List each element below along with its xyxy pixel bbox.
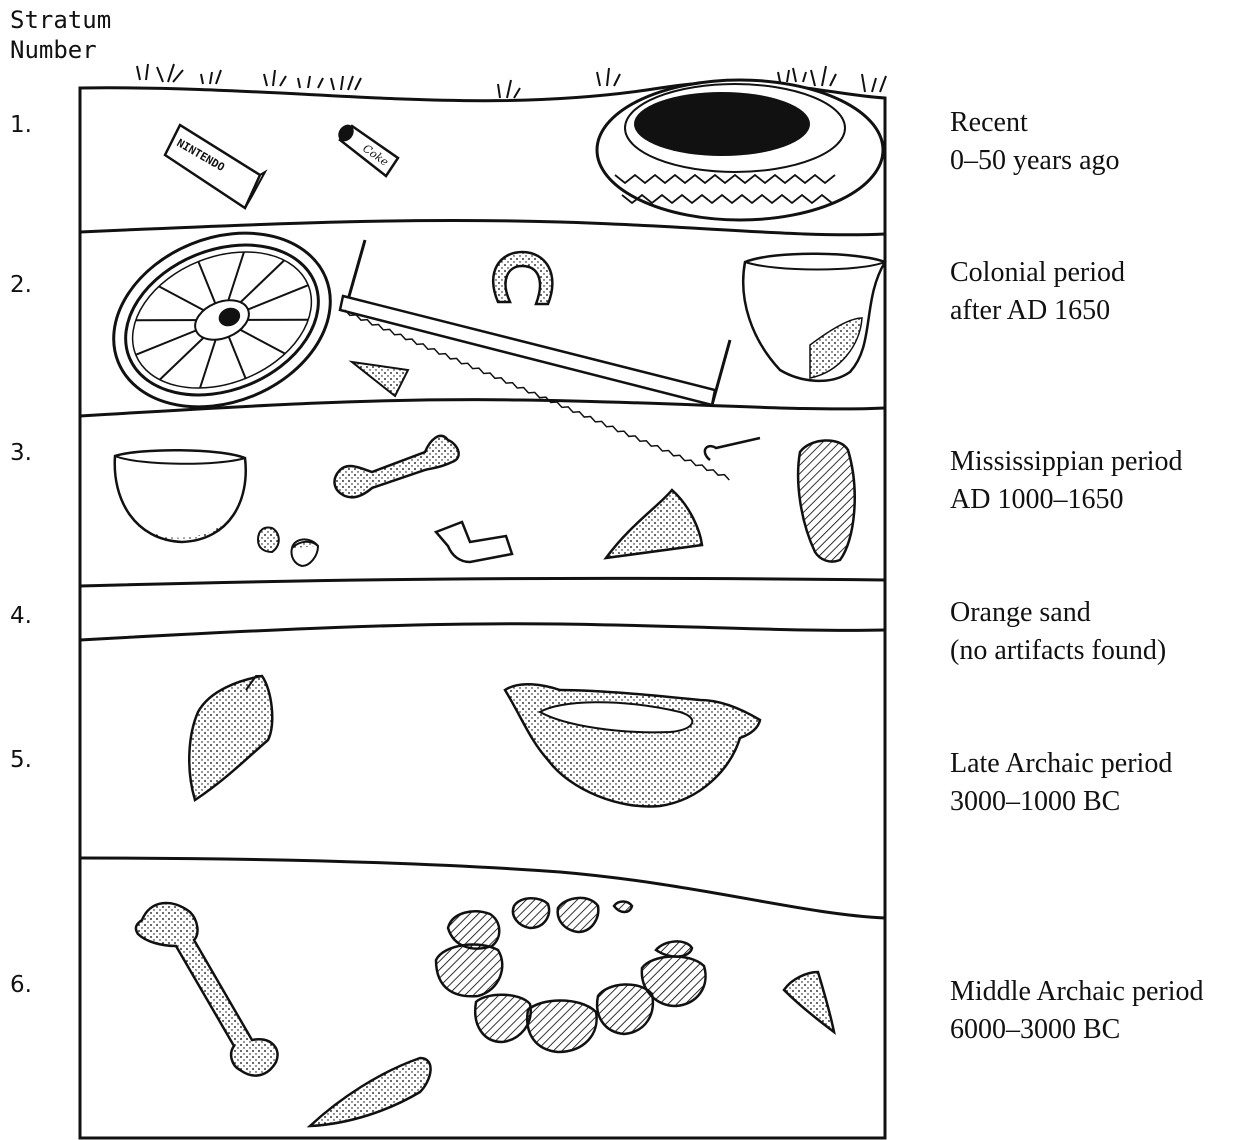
stratum-6-period: Middle Archaic period <box>950 973 1203 1011</box>
small-point-artifact-stratum-6 <box>784 972 834 1032</box>
stratum-label-1: Recent 0–50 years ago <box>950 104 1120 180</box>
game-box-artifact: NINTENDO <box>165 125 265 208</box>
pottery-jar-artifact-stratum-2 <box>743 254 885 381</box>
stratum-6-dates: 6000–3000 BC <box>950 1011 1203 1049</box>
stratum-3-dates: AD 1000–1650 <box>950 481 1183 519</box>
stratum-label-2: Colonial period after AD 1650 <box>950 254 1125 330</box>
stratum-label-3: Mississippian period AD 1000–1650 <box>950 443 1183 519</box>
stratum-4-dates: (no artifacts found) <box>950 632 1166 670</box>
arrowhead-artifact-stratum-2 <box>352 362 408 396</box>
stratum-1-dates: 0–50 years ago <box>950 142 1120 180</box>
corn-cob-artifact <box>798 440 855 561</box>
soda-can-artifact: Coke <box>335 122 398 176</box>
spear-point-artifact-stratum-6 <box>310 1058 431 1126</box>
stratum-2-period: Colonial period <box>950 254 1125 292</box>
pipe-artifact <box>436 522 512 562</box>
hearth-stones-artifact <box>436 898 706 1052</box>
spear-point-artifact-stratum-5 <box>189 676 272 800</box>
stratum-label-4: Orange sand (no artifacts found) <box>950 594 1166 670</box>
long-bone-artifact-stratum-6 <box>136 903 278 1076</box>
stratum-2-dates: after AD 1650 <box>950 292 1125 330</box>
tire-artifact <box>597 80 883 220</box>
boundary-1-2 <box>80 220 885 234</box>
boundary-4-5 <box>80 624 885 640</box>
bowl-artifact-stratum-3 <box>115 450 246 542</box>
stratum-5-period: Late Archaic period <box>950 745 1172 783</box>
stratum-5-dates: 3000–1000 BC <box>950 783 1172 821</box>
stone-bowl-artifact <box>505 684 760 806</box>
stratum-label-6: Middle Archaic period 6000–3000 BC <box>950 973 1203 1049</box>
fishhook-artifact <box>705 438 760 460</box>
horseshoe-artifact <box>493 252 552 304</box>
stratum-label-5: Late Archaic period 3000–1000 BC <box>950 745 1172 821</box>
bone-artifact-stratum-3 <box>335 436 459 497</box>
stratum-3-period: Mississippian period <box>950 443 1183 481</box>
stratum-4-period: Orange sand <box>950 594 1166 632</box>
boundary-3-4 <box>80 578 885 586</box>
acorns-artifact <box>258 528 318 567</box>
stratum-1-period: Recent <box>950 104 1120 142</box>
boundary-5-6 <box>80 858 885 918</box>
triangular-point-artifact-stratum-3 <box>606 490 702 558</box>
